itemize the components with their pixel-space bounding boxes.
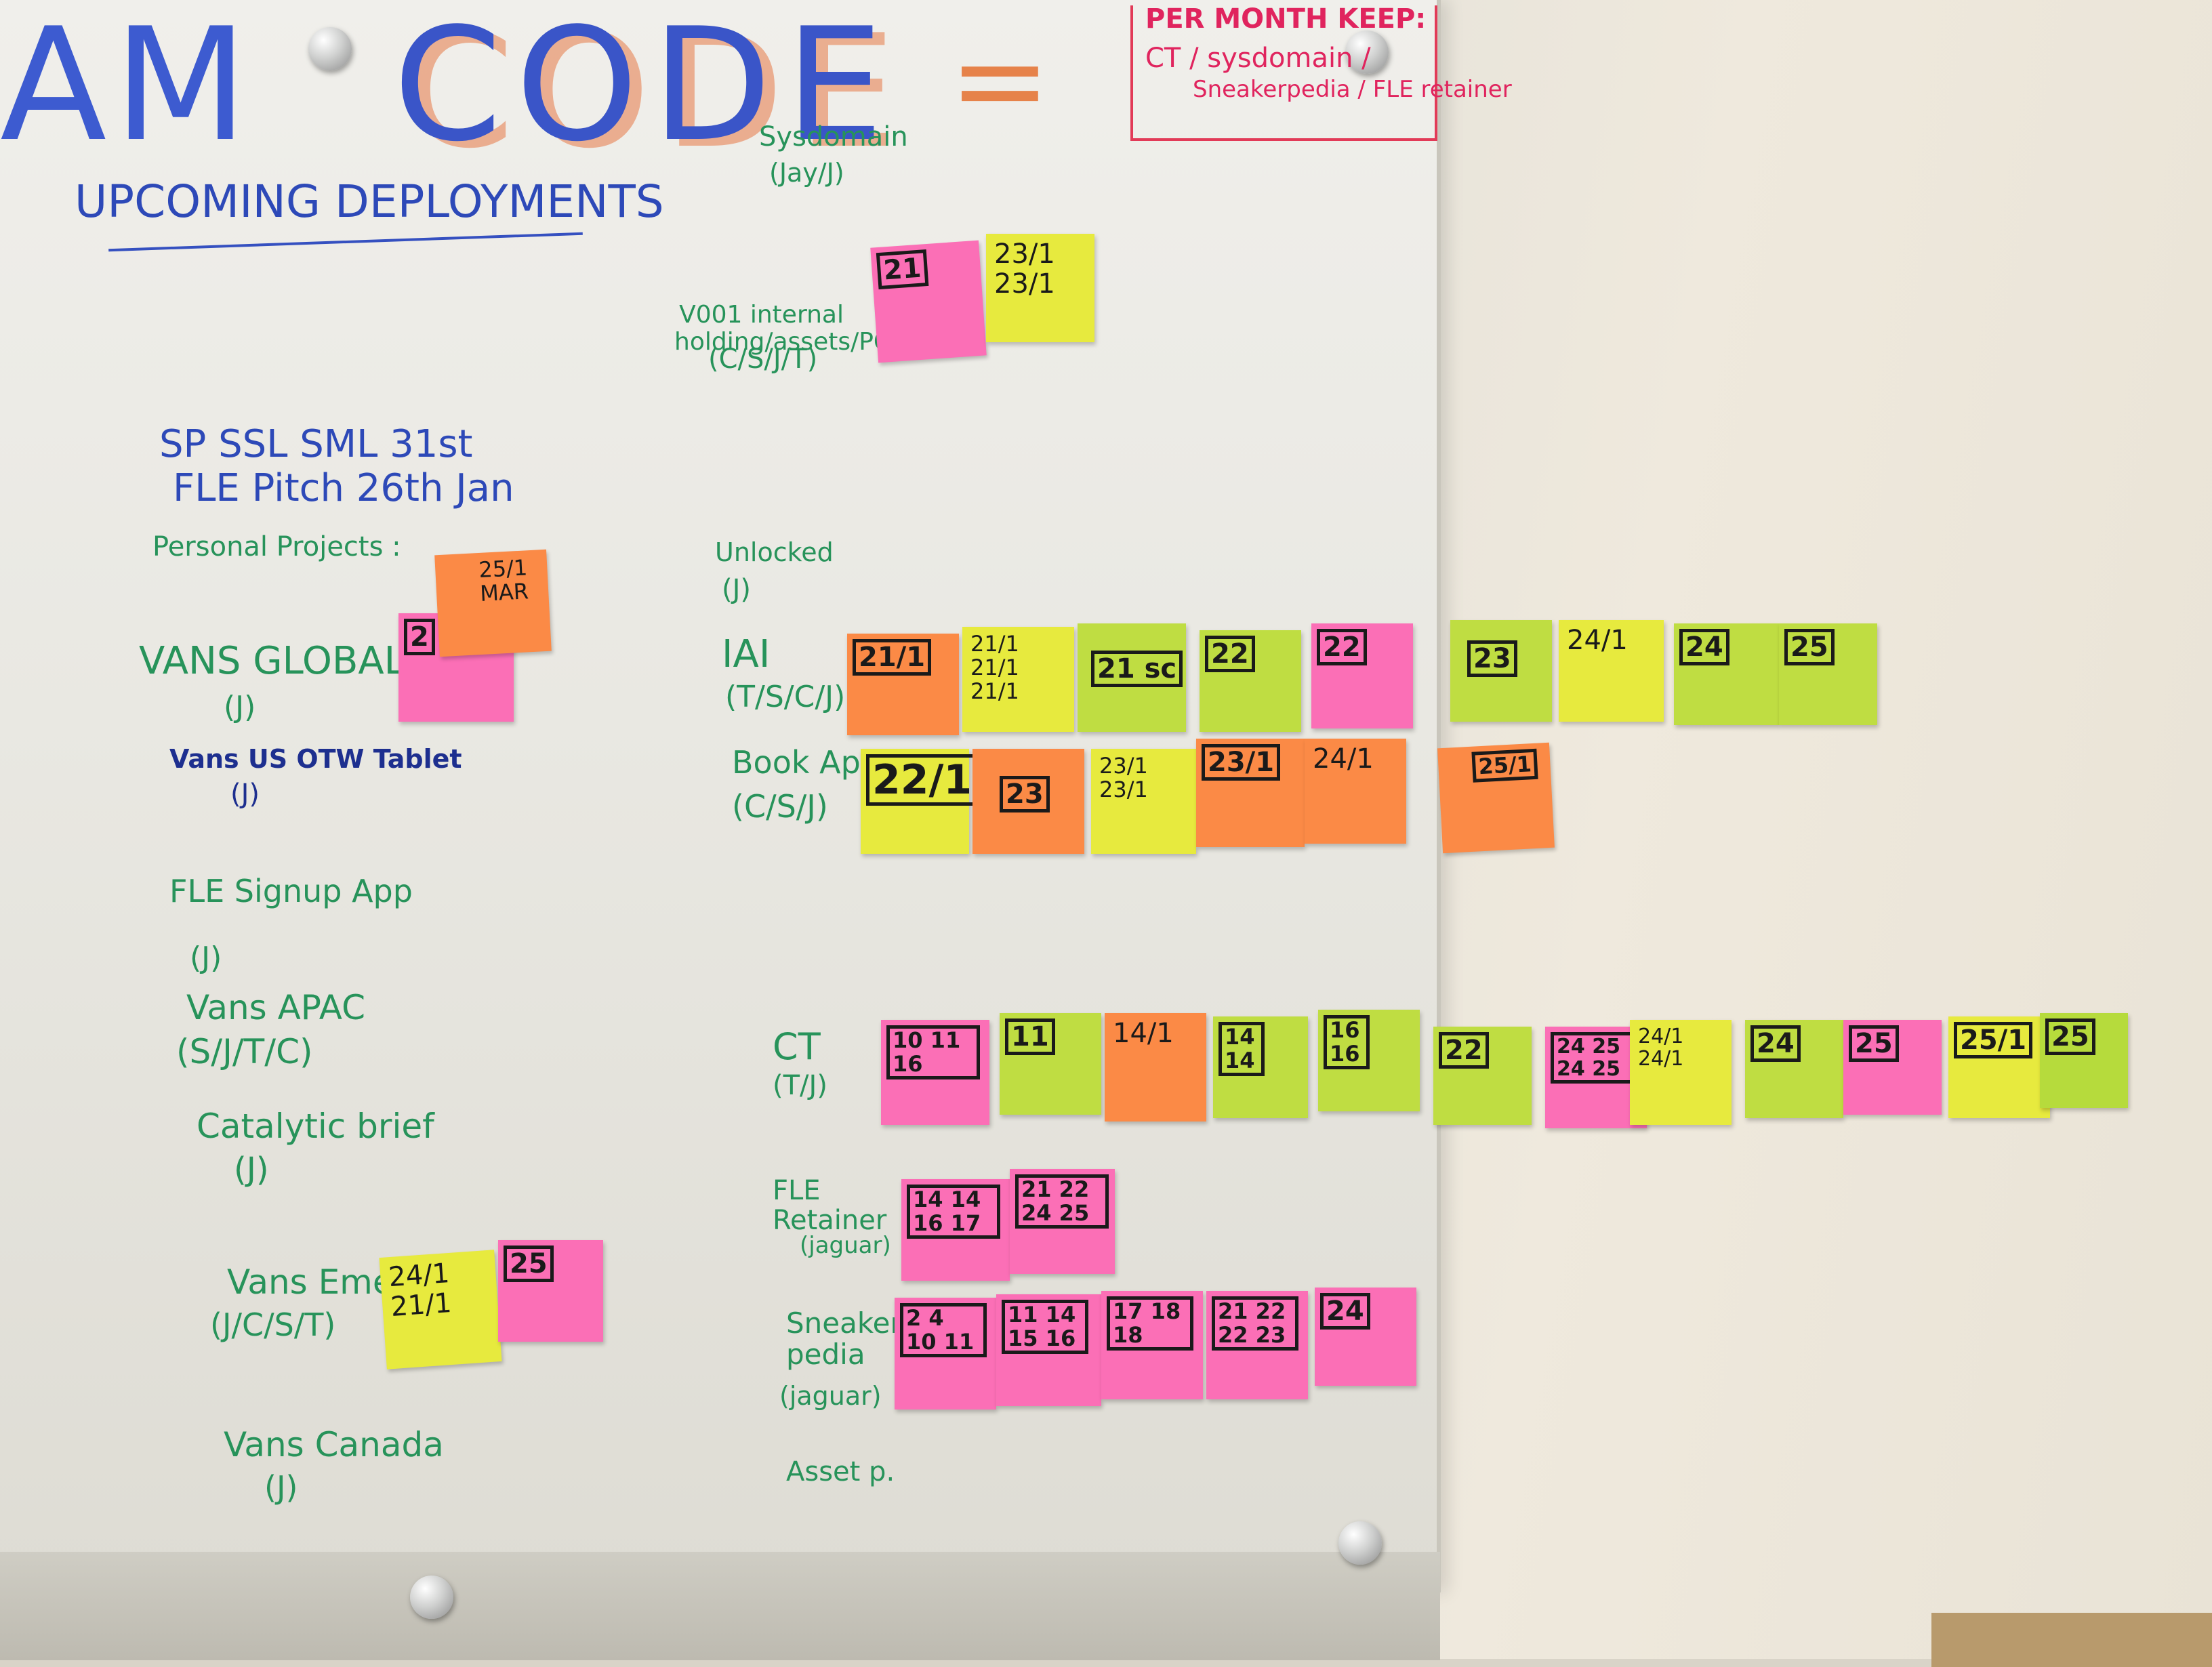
per-month-box <box>1130 5 1437 141</box>
sticky-note: 2 4 10 11 <box>895 1298 996 1409</box>
sticky-note: 23/1 23/1 <box>1091 749 1196 854</box>
project-sysdomain: Sysdomain <box>759 121 908 152</box>
project-vans-us-otw-who: (J) <box>230 779 260 810</box>
project-vans-canada: Vans Canada <box>224 1425 444 1464</box>
sticky-note: 22 <box>1433 1027 1532 1125</box>
heading-upcoming-deployments: UPCOMING DEPLOYMENTS <box>75 176 664 228</box>
sticky-note: 24/1 24/1 <box>1630 1020 1732 1125</box>
sticky-note: 24 <box>1315 1288 1416 1386</box>
sticky-note: 23/1 23/1 <box>986 234 1094 342</box>
project-vans-apac-who: (S/J/T/C) <box>176 1032 313 1071</box>
project-unlocked: Unlocked <box>715 537 834 567</box>
sticky-note: 23 <box>972 749 1084 854</box>
sticky-note: 10 11 16 <box>881 1020 989 1125</box>
sticky-note: 21/1 21/1 21/1 <box>962 627 1074 732</box>
project-fle-signup: FLE Signup App <box>169 873 413 909</box>
sticky-note: 25 <box>498 1240 603 1342</box>
project-iai-who: (T/S/C/J) <box>725 680 846 714</box>
per-month-line1: CT / sysdomain / <box>1145 43 1371 74</box>
standoff-bolt-icon <box>410 1576 453 1619</box>
project-unlocked-who: (J) <box>722 574 752 605</box>
project-fle-retainer: FLE Retainer <box>773 1175 887 1236</box>
sticky-note: 14/1 <box>1105 1013 1206 1121</box>
project-vans-global-who: (J) <box>224 690 256 724</box>
project-vans-us-otw: Vans US OTW Tablet <box>169 744 462 774</box>
project-fle-signup-who: (J) <box>190 941 222 975</box>
sticky-note: 21/1 <box>847 634 959 735</box>
sticky-note: 21 <box>870 240 987 363</box>
sticky-note: 25/1 MAR <box>434 549 552 657</box>
per-month-title: PER MONTH KEEP: <box>1145 3 1427 35</box>
sp-line: SP SSL SML 31st <box>159 422 473 466</box>
project-vans-emea-who: (J/C/S/T) <box>210 1306 336 1343</box>
header-dash: = <box>949 9 1051 151</box>
sticky-note: 16 16 <box>1318 1010 1420 1111</box>
sticky-note: 21 22 22 23 <box>1206 1291 1308 1399</box>
sticky-note: 11 14 15 16 <box>996 1294 1101 1406</box>
project-ct: CT <box>773 1025 821 1068</box>
standoff-bolt-icon <box>308 27 352 70</box>
project-ct-who: (T/J) <box>773 1070 827 1101</box>
project-iai: IAI <box>722 632 771 676</box>
sticky-note: 24/1 <box>1305 739 1406 844</box>
cardboard-box <box>1931 1613 2212 1667</box>
sticky-note: 24/1 21/1 <box>379 1250 502 1370</box>
standoff-bolt-icon <box>1338 1521 1382 1565</box>
sticky-note: 17 18 18 <box>1101 1291 1203 1399</box>
header-title: CODE <box>393 0 898 176</box>
sticky-note: 25 <box>2040 1013 2128 1108</box>
sticky-note: 24 <box>1674 623 1779 725</box>
sticky-note: 21 sc <box>1078 623 1186 732</box>
project-book-app-who: (C/S/J) <box>732 788 828 825</box>
sticky-note: 25/1 <box>1437 742 1555 854</box>
personal-projects-label: Personal Projects : <box>152 531 401 562</box>
glass-board-edge <box>0 1552 1440 1660</box>
sticky-note: 25 <box>1843 1020 1942 1115</box>
sticky-note: 22 <box>1200 630 1301 732</box>
project-internal-who: (C/S/J/T) <box>708 344 818 375</box>
header-fragment: AM <box>0 0 255 176</box>
project-catalytic-who: (J) <box>234 1151 269 1189</box>
per-month-line2: Sneakerpedia / FLE retainer <box>1193 76 1512 103</box>
project-sneaker-pedia-who: (jaguar) <box>779 1381 882 1411</box>
sticky-note: 22 <box>1311 623 1413 728</box>
sticky-note: 22/1 <box>861 749 979 854</box>
project-vans-apac: Vans APAC <box>186 988 365 1027</box>
project-sysdomain-who: (Jay/J) <box>769 158 844 188</box>
sticky-note: 21 22 24 25 <box>1010 1169 1115 1274</box>
sticky-note: 25 <box>1779 623 1877 725</box>
project-vans-global: VANS GLOBAL <box>139 639 405 683</box>
sticky-note: 25/1 <box>1948 1016 2050 1118</box>
project-vans-canada-who: (J) <box>264 1469 298 1506</box>
project-asset: Asset p. <box>786 1456 895 1487</box>
sticky-note: 14 14 16 17 <box>901 1179 1010 1281</box>
fle-pitch-line: FLE Pitch 26th Jan <box>173 466 514 510</box>
project-book-app: Book App <box>732 744 880 781</box>
standoff-bolt-icon <box>1345 30 1389 74</box>
sticky-note: 14 14 <box>1213 1016 1308 1118</box>
sticky-note: 11 <box>1000 1013 1101 1115</box>
project-fle-retainer-who: (jaguar) <box>800 1232 891 1259</box>
sticky-note: 23/1 <box>1196 739 1305 847</box>
sticky-note: 24/1 <box>1559 620 1664 722</box>
project-sneaker-pedia: Sneaker pedia <box>786 1306 902 1372</box>
sticky-note: 23 <box>1450 620 1552 722</box>
project-internal: V001 internal holding/assets/PO <box>674 301 893 356</box>
sticky-note: 24 <box>1745 1020 1843 1118</box>
project-catalytic: Catalytic brief <box>197 1107 434 1146</box>
